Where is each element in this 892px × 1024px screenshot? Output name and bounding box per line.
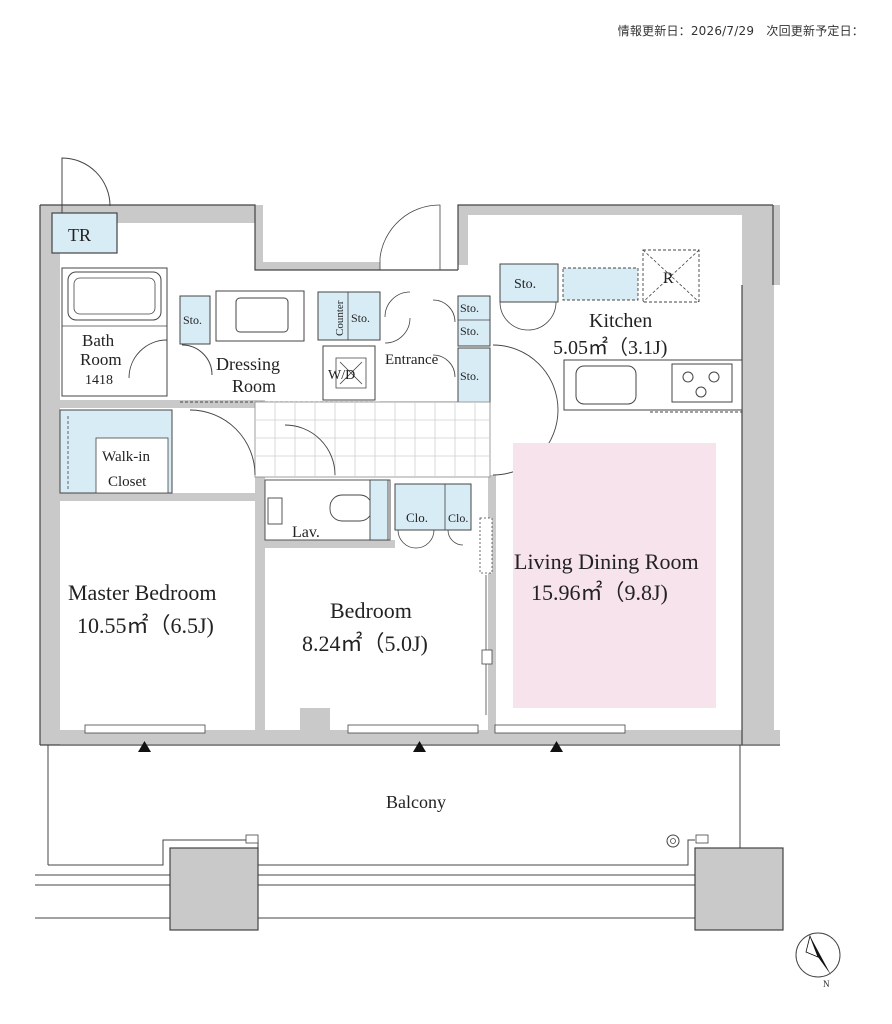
tr-door-icon (61, 157, 111, 213)
outdoor-unit-icon (245, 834, 259, 844)
bath-door-icon (128, 339, 168, 379)
clo-label-2: Clo. (448, 511, 468, 525)
ldr-sliding-door (479, 517, 493, 715)
ldr-highlight (513, 443, 716, 708)
clo-label-1: Clo. (406, 510, 428, 525)
update-date: 2026/7/29 (690, 24, 755, 38)
compass-icon (795, 932, 841, 978)
refrigerator-label: R (663, 270, 674, 287)
kitchen-area: 5.05㎡（3.1J) (553, 335, 667, 359)
tr-box (51, 212, 118, 254)
sto-entr-label-3: Sto. (460, 369, 479, 383)
bath-label-2: Room (80, 350, 122, 369)
walkin-label-2: Closet (108, 474, 147, 490)
hall-tiles (254, 401, 491, 478)
bedroom-name: Bedroom (330, 598, 412, 623)
master-door-icon (189, 409, 256, 476)
master-bedroom-area: 10.55㎡（6.5J) (77, 613, 214, 638)
bath-label-1: Bath (82, 331, 115, 350)
walkin-label-1: Walk-in (102, 449, 150, 465)
entr-sto-lower (457, 347, 491, 404)
compass-north-label: N (823, 979, 830, 989)
lav-storage (369, 479, 389, 541)
ldr-name: Living Dining Room (514, 549, 699, 574)
windows (84, 724, 626, 734)
update-label: 情報更新日： (617, 24, 691, 38)
clo-door-icon (397, 529, 464, 549)
sto-counter-label: Sto. (351, 311, 370, 325)
sto-entr-label-1: Sto. (460, 301, 479, 315)
wall-outlines (39, 204, 784, 931)
tr-label: TR (68, 225, 91, 245)
bedroom-area: 8.24㎡（5.0J) (302, 631, 428, 656)
drain-icon (666, 834, 680, 848)
sto-bath-box (179, 295, 211, 345)
counter-box (317, 291, 381, 341)
bath-room (61, 267, 168, 397)
counter-label: Counter (334, 300, 346, 336)
clo-box (394, 483, 472, 531)
lav-label: Lav. (292, 524, 320, 541)
entrance-label: Entrance (385, 352, 439, 368)
master-bedroom-name: Master Bedroom (68, 580, 216, 605)
sto-kitchen-label: Sto. (514, 277, 536, 292)
kitchen-sto-box (499, 263, 559, 303)
bath-code: 1418 (85, 373, 113, 388)
sto-bath-label: Sto. (183, 313, 202, 327)
washer-icon (335, 357, 367, 389)
next-update-label: 次回更新予定日： (766, 24, 864, 38)
sto-entr-label-2: Sto. (460, 324, 479, 338)
balcony-outline (35, 745, 741, 919)
kitchen-counter (563, 359, 743, 413)
window-markers (138, 741, 563, 752)
dressing-label-2: Room (232, 376, 276, 396)
wd-label: W/D (328, 368, 355, 383)
kitchen-upper-cabinet (562, 267, 639, 301)
walls (40, 205, 783, 930)
ldr-area: 15.96㎡（9.8J) (531, 580, 668, 605)
update-info: 情報更新日：2026/7/29 次回更新予定日： (618, 22, 864, 39)
entr-sto-upper (457, 295, 491, 347)
bathtub-icon (67, 271, 162, 321)
dressing-label-1: Dressing (216, 354, 280, 374)
lav-door-icon (284, 424, 336, 476)
kitchen-name: Kitchen (589, 310, 652, 332)
balcony-label: Balcony (386, 792, 446, 812)
